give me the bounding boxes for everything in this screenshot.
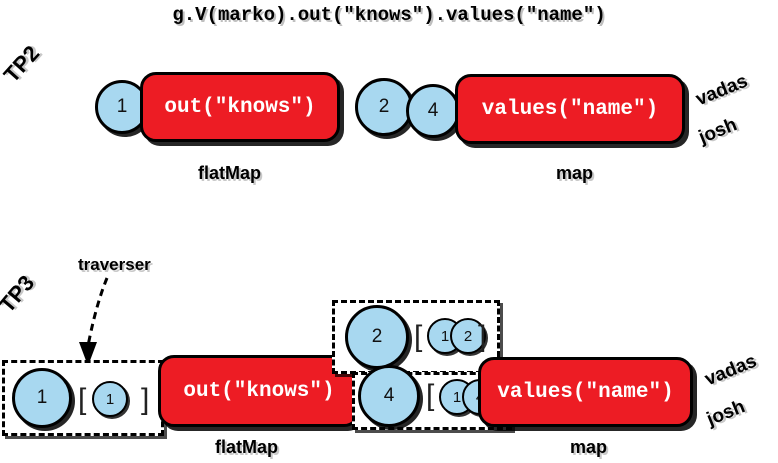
traverser-3-current: 4 <box>358 365 420 427</box>
tp2-vertex-4: 4 <box>406 84 460 138</box>
traverser-2-path-1: 2 <box>450 318 486 354</box>
traverser-2-open-bracket: [ <box>414 320 423 353</box>
tp2-flatmap-label: flatMap <box>198 163 261 183</box>
tp2-result-josh: josh <box>695 114 740 149</box>
tp2-map-step: values("name") <box>455 74 685 144</box>
page-title: g.V(marko).out("knows").values("name") <box>172 4 606 26</box>
traverser-1-open-bracket: [ <box>78 383 87 416</box>
tp3-badge: TP3 <box>0 270 40 318</box>
traverser-1-close-bracket: ] <box>141 383 150 416</box>
tp3-result-josh: josh <box>703 396 748 431</box>
traverser-1-current: 1 <box>12 368 72 428</box>
tp3-map-label: map <box>570 437 608 457</box>
tp3-flatmap-step: out("knows") <box>158 355 360 427</box>
tp2-result-vadas: vadas <box>692 70 751 111</box>
tp3-map-step: values("name") <box>478 357 693 427</box>
traverser-1-path-0: 1 <box>92 381 128 417</box>
traverser-3-open-bracket: [ <box>426 379 435 412</box>
traverser-annotation: traverser <box>78 255 151 274</box>
tp3-result-vadas: vadas <box>701 350 760 391</box>
tp2-vertex-2: 2 <box>355 78 413 136</box>
tp2-badge: TP2 <box>0 40 45 88</box>
traverser-2-close-bracket: ] <box>478 320 487 353</box>
tp2-flatmap-step: out("knows") <box>140 72 340 142</box>
tp3-flatmap-label: flatMap <box>215 437 278 457</box>
tp2-map-label: map <box>556 163 594 183</box>
traverser-2-current: 2 <box>345 305 409 369</box>
